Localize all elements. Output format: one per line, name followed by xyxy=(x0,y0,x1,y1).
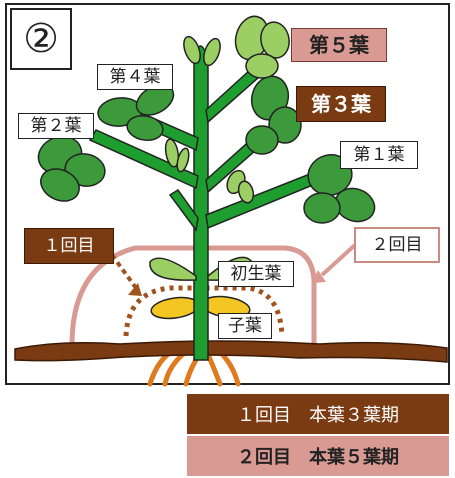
second-hilling-outline xyxy=(69,245,317,346)
panel-number: ② xyxy=(10,8,72,70)
label-leaf-3: 第３葉 xyxy=(296,86,386,122)
label-leaf-4: 第４葉 xyxy=(97,64,173,90)
label-second-hilling: ２回目 xyxy=(354,227,440,263)
arrow-second-hilling xyxy=(320,243,357,277)
label-cotyledon: 子葉 xyxy=(218,313,272,339)
leaf-4 xyxy=(97,84,175,141)
leaf-3 xyxy=(245,75,302,155)
small-shoots xyxy=(164,138,255,204)
leaf-5 xyxy=(234,15,290,79)
leaf-2 xyxy=(37,135,106,202)
first-hilling-outline xyxy=(123,285,285,337)
arrow-second-hilling-head xyxy=(312,270,326,283)
arrow-first-hilling-head xyxy=(128,283,142,296)
label-first-hilling: １回目 xyxy=(24,228,114,264)
arrow-first-hilling xyxy=(110,253,138,290)
label-leaf-5: 第５葉 xyxy=(291,28,387,62)
label-leaf-2: 第２葉 xyxy=(18,113,94,139)
label-leaf-1: 第１葉 xyxy=(340,141,418,169)
timing-second: ２回目 本葉５葉期 xyxy=(187,436,449,476)
timing-first: １回目 本葉３葉期 xyxy=(187,394,449,434)
label-primary-leaf: 初生葉 xyxy=(218,261,294,287)
stem-tip xyxy=(183,35,221,67)
main-stem xyxy=(193,45,209,361)
soil-line xyxy=(14,340,448,363)
